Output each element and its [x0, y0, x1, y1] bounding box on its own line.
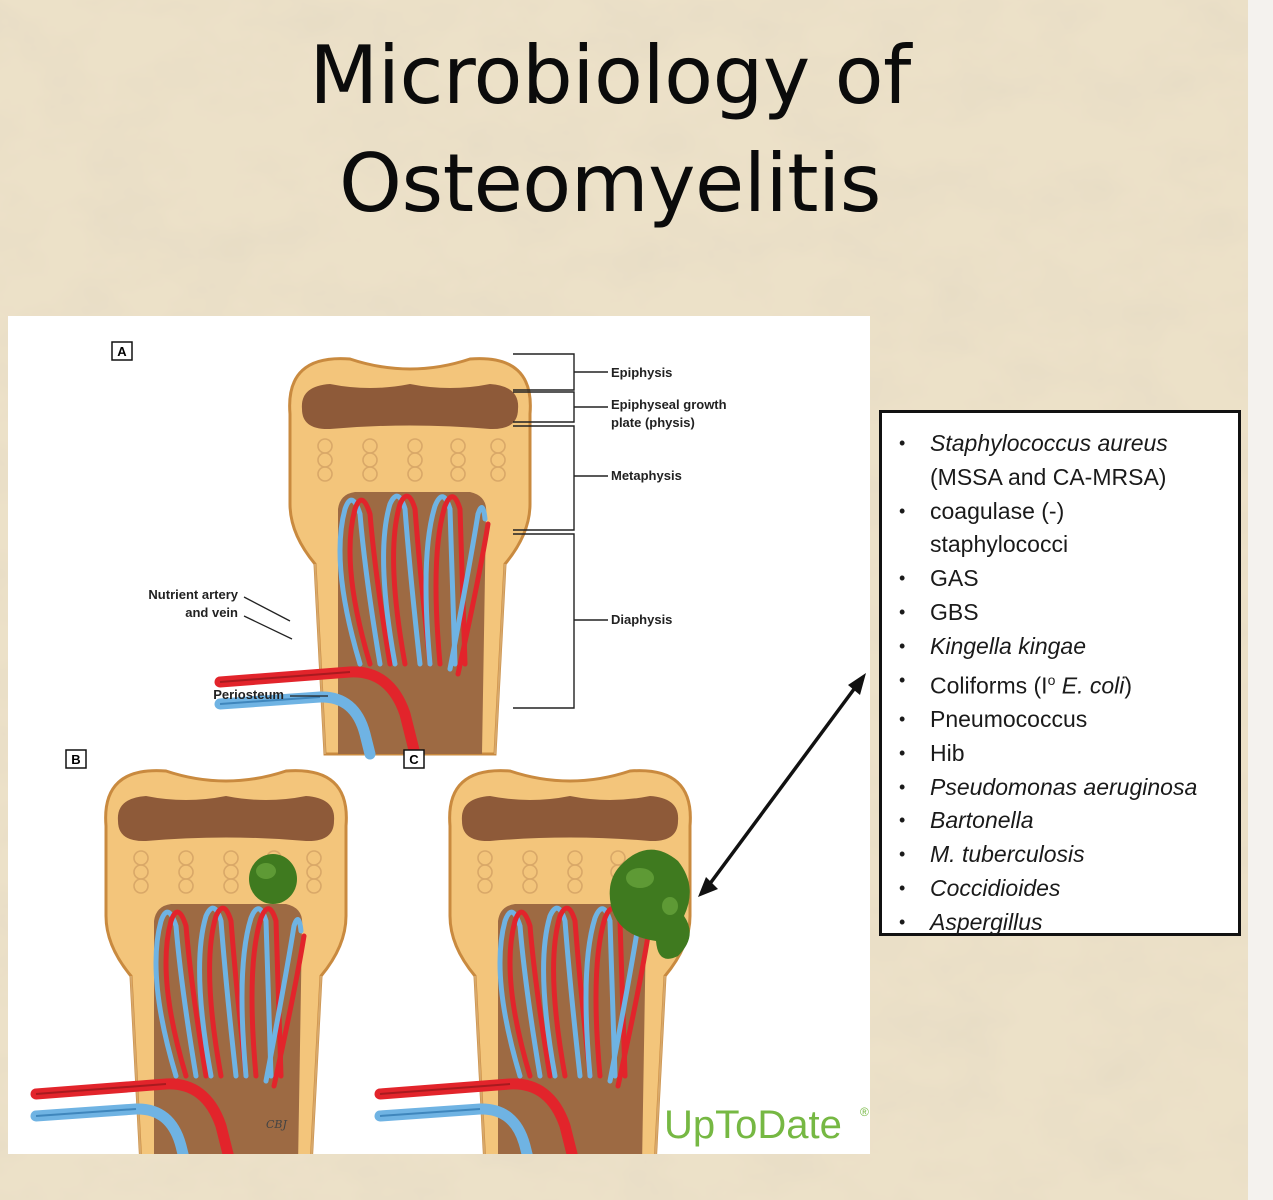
organism-text: E. coli	[1055, 672, 1125, 699]
artist-initials: CBJ	[266, 1118, 288, 1131]
organism-text: )	[1124, 672, 1133, 699]
label-metaphysis: Metaphysis	[611, 468, 682, 483]
registered-mark: ®	[860, 1105, 869, 1119]
organism-text: Staphylococcus aureus	[930, 430, 1168, 456]
slide-edge-strip	[1248, 0, 1273, 1200]
organism-list-item: Aspergillus	[882, 906, 1238, 940]
organism-text: M. tuberculosis	[930, 841, 1085, 868]
organism-list-item: GBS	[882, 596, 1238, 630]
organism-text: (MSSA and CA-MRSA)	[930, 463, 1167, 490]
uptodate-logo: UpToDate	[664, 1103, 842, 1147]
organism-list: Staphylococcus aureus (MSSA and CA-MRSA) c…	[882, 413, 1238, 940]
panel-c: C	[380, 749, 690, 1154]
label-growth-plate-1: Epiphyseal growth	[611, 397, 727, 412]
organism-list-item: Pneumococcus	[882, 703, 1238, 737]
organism-text: staphylococci	[930, 531, 1069, 558]
label-diaphysis: Diaphysis	[611, 612, 672, 627]
organism-text: GBS	[930, 598, 979, 625]
bone-illustration: A Epiphysis Epiphyseal growth plate (phy…	[8, 341, 869, 1154]
label-epiphysis: Epiphysis	[611, 365, 672, 380]
abscess-large	[609, 849, 690, 959]
title-line-2: Osteomyelitis	[339, 137, 881, 230]
double-arrow	[698, 673, 866, 897]
panel-b: B CBJ	[36, 749, 346, 1154]
organism-list-item: Coliforms (Io E. coli)	[882, 664, 1238, 703]
organism-text: coagulase (-)	[930, 497, 1065, 524]
label-growth-plate-2: plate (physis)	[611, 415, 695, 430]
osteomyelitis-figure: A Epiphysis Epiphyseal growth plate (phy…	[8, 316, 870, 1154]
organism-list-item-continuation: (MSSA and CA-MRSA)	[882, 461, 1238, 495]
organism-text: Bartonella	[930, 807, 1034, 834]
label-periosteum: Periosteum	[213, 687, 284, 702]
panel-label-b: B	[71, 752, 80, 767]
organism-list-item: M. tuberculosis	[882, 838, 1238, 872]
organism-text: GAS	[930, 565, 979, 592]
organism-text: Hib	[930, 739, 965, 766]
organism-text: o	[1047, 671, 1056, 688]
organism-text: Coliforms (I	[930, 672, 1048, 699]
label-nutrient-2: and vein	[185, 605, 238, 620]
panel-label-c: C	[409, 752, 419, 767]
abscess-small	[249, 854, 297, 904]
slide-title: Microbiology of Osteomyelitis	[200, 22, 1020, 238]
organism-list-item: Hib	[882, 737, 1238, 771]
organism-text: Aspergillus	[930, 908, 1043, 935]
panel-a: A Epiphysis Epiphyseal growth plate (phy…	[111, 341, 727, 754]
label-nutrient-1: Nutrient artery	[148, 587, 238, 602]
organism-list-item: coagulase (-)	[882, 495, 1238, 529]
organism-list-item: Bartonella	[882, 804, 1238, 838]
organism-text: Kingella kingae	[930, 632, 1087, 659]
organism-list-item: Coccidioides	[882, 872, 1238, 906]
organism-list-item: Staphylococcus aureus	[882, 427, 1238, 461]
organism-list-item-continuation: staphylococci	[882, 528, 1238, 562]
title-line-1: Microbiology of	[309, 29, 911, 122]
organism-text: Pneumococcus	[930, 706, 1088, 733]
organism-text: Pseudomonas aeruginosa	[930, 773, 1198, 800]
organism-text: Coccidioides	[930, 875, 1061, 902]
organism-list-item: Kingella kingae	[882, 630, 1238, 664]
organism-list-item: GAS	[882, 562, 1238, 596]
organism-list-box: Staphylococcus aureus (MSSA and CA-MRSA) c…	[879, 410, 1241, 939]
organism-list-item: Pseudomonas aeruginosa	[882, 771, 1238, 805]
panel-label-a: A	[117, 344, 127, 359]
